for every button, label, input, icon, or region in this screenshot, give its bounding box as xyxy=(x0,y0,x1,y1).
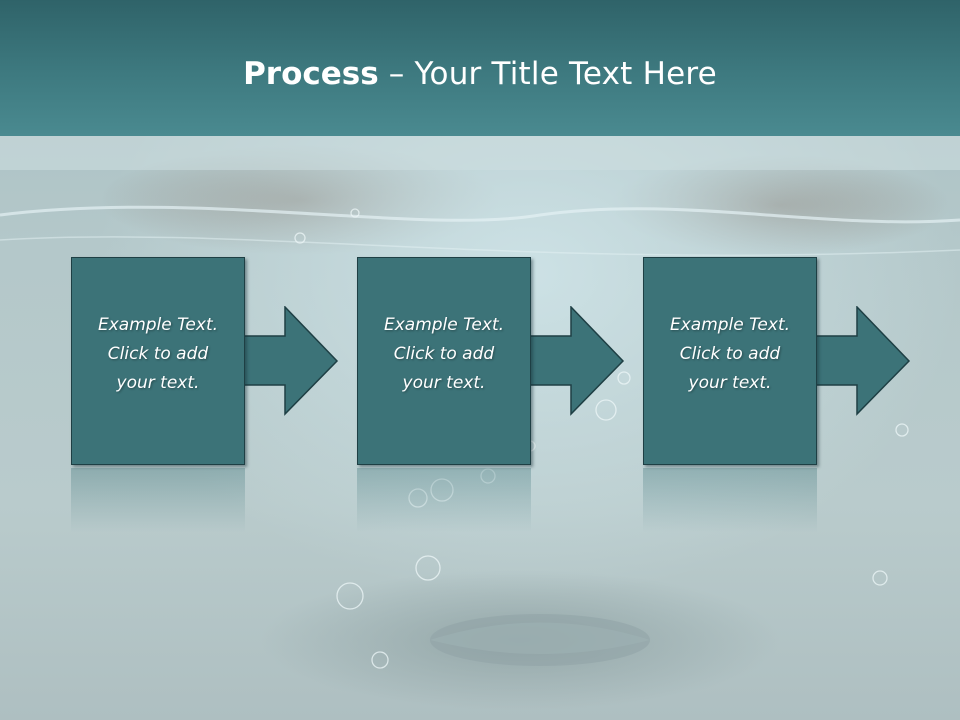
step-arrow-icon xyxy=(243,306,339,416)
step-arrow-icon xyxy=(815,306,911,416)
step-reflection xyxy=(643,468,817,532)
process-step-2[interactable]: Example Text. Click to add your text. xyxy=(357,257,531,465)
title-bar xyxy=(0,0,960,136)
process-step-1[interactable]: Example Text. Click to add your text. xyxy=(71,257,245,465)
step-box xyxy=(643,257,817,465)
step-reflection xyxy=(71,468,245,532)
step-text[interactable]: Example Text. Click to add your text. xyxy=(97,315,219,393)
step-box xyxy=(71,257,245,465)
slide-title-bold: Process xyxy=(243,56,379,92)
slide-title[interactable]: Process – Your Title Text Here xyxy=(0,52,960,96)
step-box xyxy=(357,257,531,465)
step-text[interactable]: Example Text. Click to add your text. xyxy=(383,315,505,393)
slide-title-rest: – Your Title Text Here xyxy=(378,56,717,92)
process-step-3[interactable]: Example Text. Click to add your text. xyxy=(643,257,817,465)
step-reflection xyxy=(357,468,531,532)
step-text[interactable]: Example Text. Click to add your text. xyxy=(669,315,791,393)
title-bar-strip xyxy=(0,136,960,170)
step-arrow-icon xyxy=(529,306,625,416)
